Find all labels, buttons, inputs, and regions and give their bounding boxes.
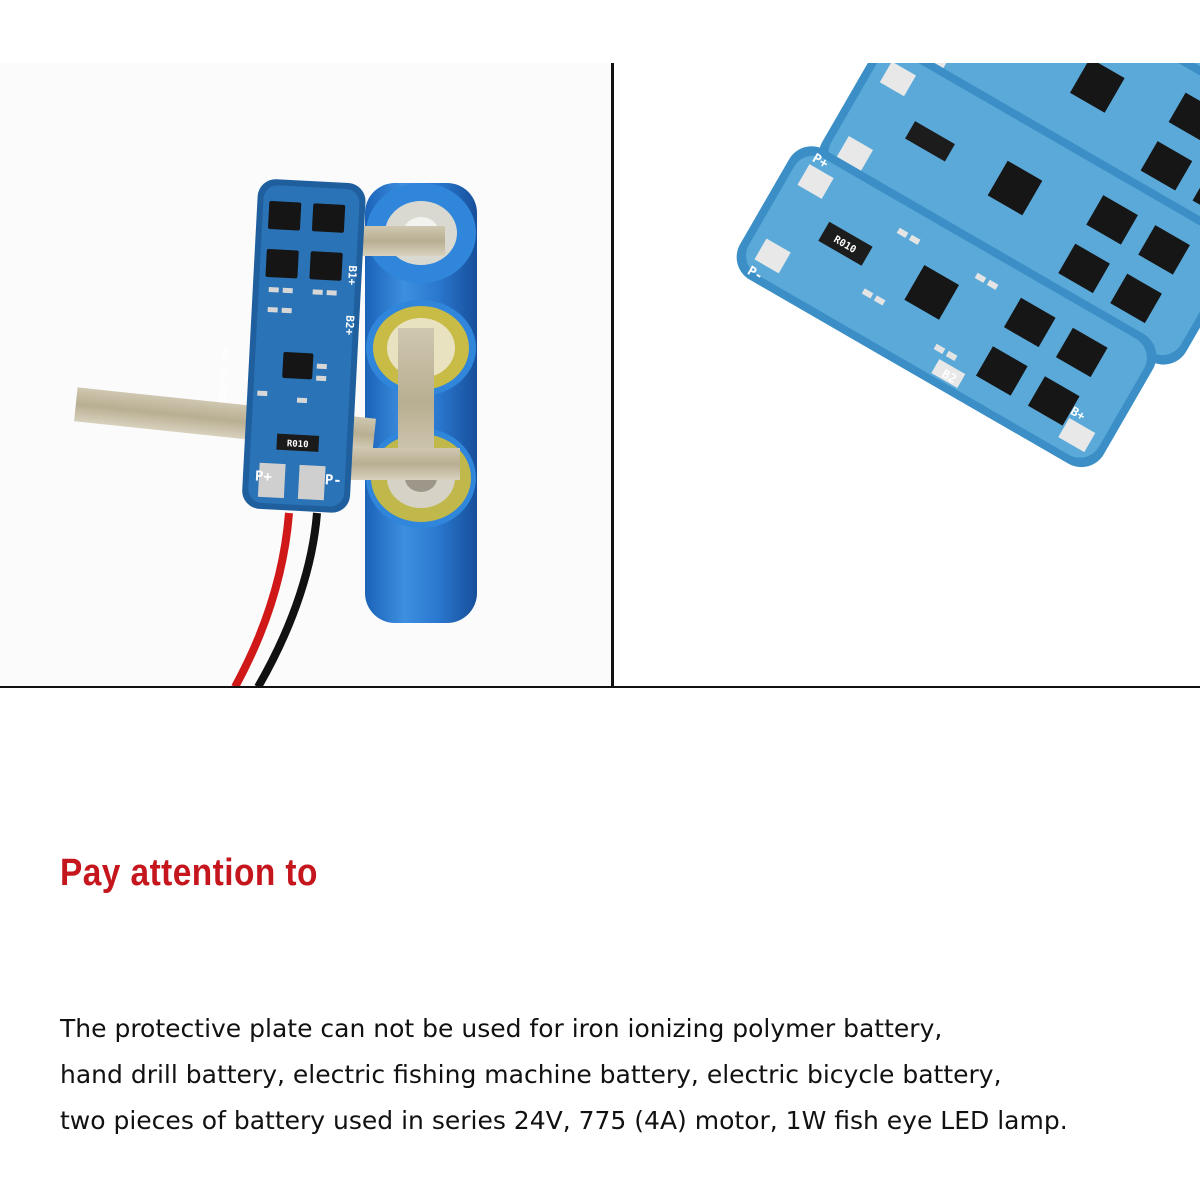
nickel-strip-bottom xyxy=(340,448,460,480)
left-product-photo: R010 P+ P- B1+ B2+ HX-2S-D01 xyxy=(0,63,611,687)
black-wire xyxy=(254,512,321,687)
notice-line: hand drill battery, electric fishing mac… xyxy=(60,1060,1002,1089)
right-product-photo: P+ P- R010 B2 B+ xyxy=(614,63,1200,687)
front-b2-label: B2 xyxy=(939,367,959,386)
panel-divider-vertical xyxy=(611,63,614,687)
notice-text: The protective plate can not be used for… xyxy=(60,1006,1160,1144)
model-label: HX-2S-D01 xyxy=(216,348,230,403)
resistor-label: R010 xyxy=(287,439,309,450)
pcb-boards-illustration: P+ P- R010 B2 B+ xyxy=(736,63,1200,468)
notice-line: two pieces of battery used in series 24V… xyxy=(60,1106,1068,1135)
notice-line: The protective plate can not be used for… xyxy=(60,1014,943,1043)
red-wire xyxy=(231,512,293,687)
protection-board: R010 P+ P- B1+ B2+ HX-2S-D01 xyxy=(216,179,366,513)
pcb-board-back-2 xyxy=(901,63,1200,262)
photo-bottom-border xyxy=(0,686,1200,688)
pcb-board-front: P+ P- R010 B2 B+ xyxy=(736,146,1157,468)
p-plus-label: P+ xyxy=(255,469,273,486)
front-p-minus-label: P- xyxy=(744,264,765,285)
pcb-board-back-1 xyxy=(818,63,1200,365)
front-b-plus-label: B+ xyxy=(1068,404,1088,423)
b1-plus-label: B1+ xyxy=(345,265,359,286)
p-minus-label: P- xyxy=(324,472,342,489)
notice-heading: Pay attention to xyxy=(60,852,318,894)
battery-board-illustration: R010 P+ P- B1+ B2+ HX-2S-D01 xyxy=(74,179,477,687)
front-p-plus-label: P+ xyxy=(809,151,830,172)
b2-plus-label: B2+ xyxy=(342,315,356,336)
